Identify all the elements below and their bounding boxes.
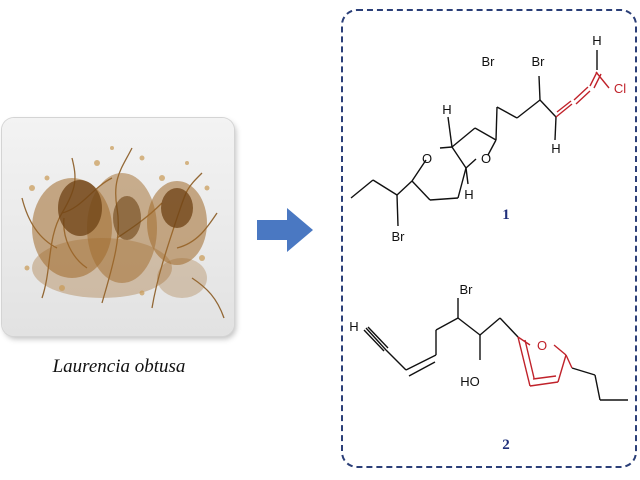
hydrogen-label-ring-bottom: H <box>464 187 473 202</box>
compound-number-1: 1 <box>502 207 510 223</box>
bromine-label: Br <box>460 282 474 297</box>
bromine-label-1: Br <box>482 54 496 69</box>
oxygen-label-2: O <box>481 151 491 166</box>
species-caption: Laurencia obtusa <box>52 356 186 377</box>
hydroxyl-label: HO <box>460 374 480 389</box>
compound-1-structure <box>350 75 557 227</box>
compound-number-2: 2 <box>502 437 510 453</box>
hydrogen-label-top: H <box>592 33 601 48</box>
compound-1-labels: O O H H Br Br Br H Cl H 1 <box>392 33 627 244</box>
right-arrow-icon <box>257 208 313 252</box>
hydrogen-label-alkyne: H <box>349 319 358 334</box>
furan-oxygen-label: O <box>537 338 547 353</box>
compound-2-structure <box>363 298 628 401</box>
algae-photo <box>2 118 234 336</box>
compounds-panel <box>341 9 637 468</box>
hydrogen-label-ring-top: H <box>442 102 451 117</box>
oxygen-label-1: O <box>422 151 432 166</box>
bromine-label-2: Br <box>532 54 546 69</box>
hydrogen-label-allene: H <box>551 141 560 156</box>
chlorine-label: Cl <box>614 81 626 96</box>
compound-2-labels: H Br HO O 2 <box>349 282 547 453</box>
algae-illustration <box>21 146 225 319</box>
compound-2-furan <box>517 336 573 387</box>
compound-1-allene <box>555 71 610 118</box>
bromine-label-bottom: Br <box>392 229 406 244</box>
